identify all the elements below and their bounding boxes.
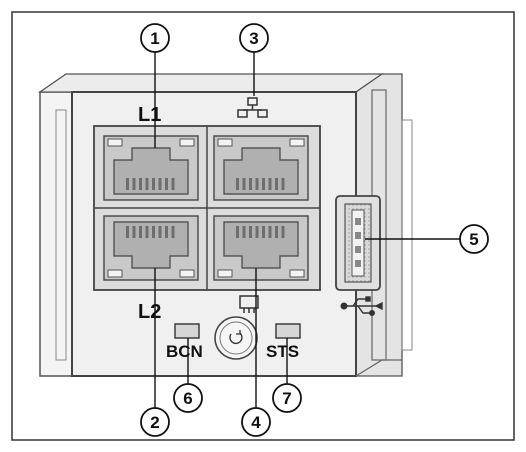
callout-1: 1 [140, 23, 170, 53]
callout-number-7: 7 [282, 389, 291, 408]
callout-number-4: 4 [251, 413, 261, 432]
callout-number-5: 5 [469, 230, 478, 249]
reset-button-icon [214, 316, 258, 360]
bcn-label: BCN [166, 342, 203, 361]
l1-label: L1 [138, 104, 161, 126]
network-port-icon [237, 97, 268, 118]
bcn-led [174, 323, 200, 339]
l2-label: L2 [138, 301, 161, 323]
rj45-port-3 [213, 135, 309, 201]
callout-2: 2 [140, 407, 170, 437]
sts-label: STS [266, 342, 299, 361]
usb-port [335, 195, 381, 291]
callout-5: 5 [459, 224, 489, 254]
callout-6: 6 [173, 383, 203, 413]
rj45-port-l1 [103, 135, 199, 201]
callout-4: 4 [241, 407, 271, 437]
callout-number-1: 1 [150, 29, 159, 48]
rj45-port-4 [213, 215, 309, 281]
console-port-icon [239, 295, 259, 313]
callout-7: 7 [272, 383, 302, 413]
sts-led [275, 323, 301, 339]
callout-number-2: 2 [150, 413, 159, 432]
callout-number-6: 6 [183, 389, 192, 408]
callout-number-3: 3 [249, 29, 258, 48]
usb-icon [340, 296, 383, 317]
callout-3: 3 [239, 23, 269, 53]
rj45-port-l2 [103, 215, 199, 281]
